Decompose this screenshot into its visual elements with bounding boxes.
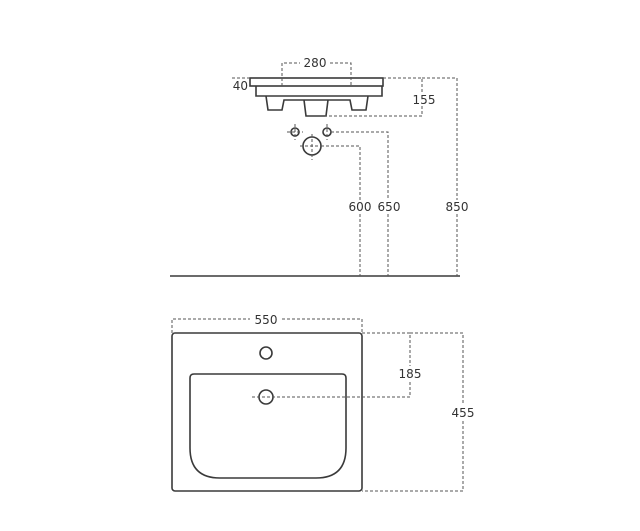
tap-hole-icon: [259, 346, 273, 360]
basin-bowl-outline: [189, 373, 347, 479]
dim-label-40: 40: [233, 79, 248, 93]
dim-label-550: 550: [255, 313, 278, 327]
dim-label-600: 600: [349, 200, 372, 214]
drain-hole-icon: [258, 389, 274, 405]
side-elevation: 280 40 155 850 650 600: [170, 56, 469, 277]
dim-label-280: 280: [304, 56, 327, 70]
dim-line-600: [321, 145, 361, 276]
dim-line-455: [362, 332, 464, 492]
dim-label-650: 650: [378, 200, 401, 214]
dim-label-455: 455: [452, 406, 475, 420]
dim-line-185: [250, 332, 411, 398]
dim-line-550: [171, 318, 363, 333]
dim-line-155: [325, 77, 423, 117]
dim-label-155: 155: [413, 93, 436, 107]
basin-body: [255, 86, 383, 97]
basin-outlet: [303, 99, 329, 117]
basin-outline: [171, 332, 363, 492]
dim-line-280: [281, 62, 352, 86]
dim-line-650: [331, 131, 389, 276]
basin-bowl: [265, 95, 369, 111]
dim-line-850: [422, 77, 458, 276]
water-supply-valves: [287, 124, 332, 160]
dim-label-185: 185: [399, 367, 422, 381]
centre-marks: [287, 124, 328, 160]
top-plan: 550 185 455: [171, 313, 475, 492]
dim-label-850: 850: [446, 200, 469, 214]
basin-rim: [249, 77, 384, 87]
